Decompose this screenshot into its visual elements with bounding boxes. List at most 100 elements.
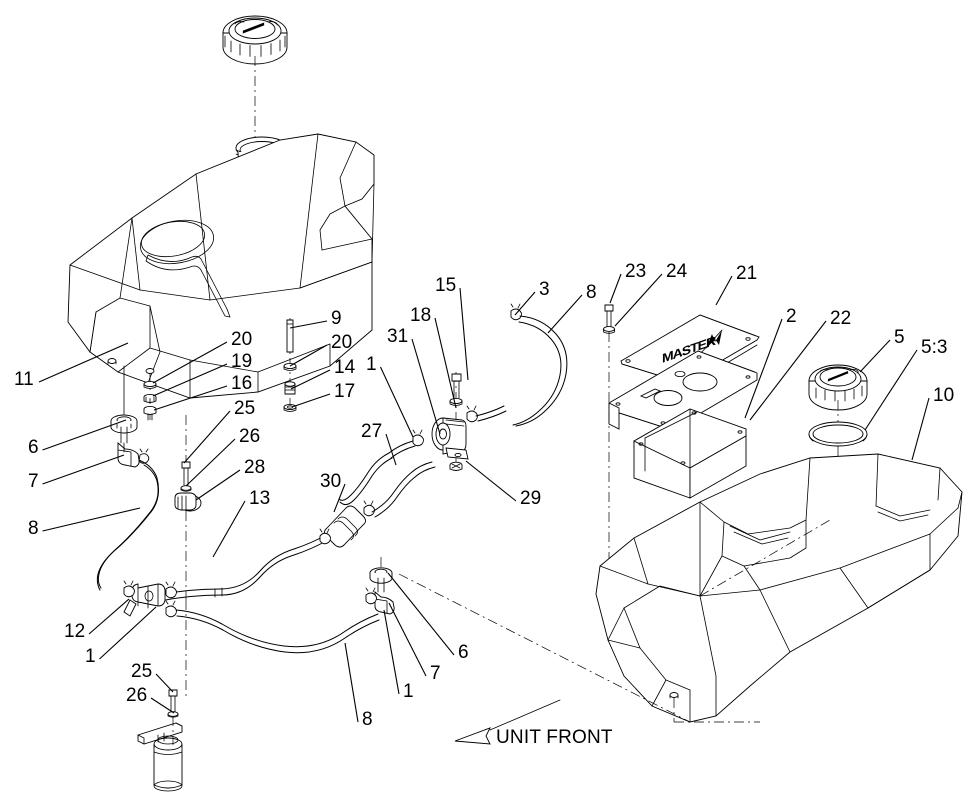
leader-line-2 <box>744 318 783 419</box>
callout-28: 28 <box>244 457 266 478</box>
leader-line-1 <box>383 609 400 695</box>
leader-line-18 <box>434 317 457 409</box>
leader-line-8 <box>547 294 583 334</box>
cap-gasket-ring <box>808 421 868 500</box>
leader-line-20 <box>152 341 228 384</box>
callout-16: 16 <box>231 373 253 394</box>
callout-30: 30 <box>320 471 342 492</box>
callout-6: 6 <box>28 437 39 458</box>
callout-17: 17 <box>334 381 356 402</box>
callout-19: 19 <box>231 351 253 372</box>
callout-6: 6 <box>458 642 469 663</box>
leader-line-5 <box>859 339 891 373</box>
unit-front-arrow <box>454 699 561 745</box>
callout-21: 21 <box>736 263 758 284</box>
bottom-right-fitting <box>365 555 395 615</box>
leader-line-6 <box>42 419 127 451</box>
callout-8: 8 <box>362 709 373 730</box>
center-hose-13 <box>157 534 327 602</box>
left-fuel-tank <box>67 133 375 399</box>
callout-11: 11 <box>14 369 34 390</box>
callout-26: 26 <box>126 685 148 706</box>
fuel-pump-assembly <box>388 372 507 471</box>
leader-line-19 <box>152 363 228 397</box>
callout-8: 8 <box>28 518 39 539</box>
callout-23: 23 <box>625 261 647 282</box>
leader-line-8 <box>42 507 141 532</box>
callout-13: 13 <box>249 488 271 509</box>
callout-18: 18 <box>410 305 432 326</box>
leader-line-13 <box>212 500 246 558</box>
inline-fuel-filter-30 <box>319 461 436 548</box>
callout-1: 1 <box>85 646 96 667</box>
callout-22: 22 <box>830 308 852 329</box>
leader-line-7 <box>388 602 427 677</box>
leader-line-3 <box>514 291 536 316</box>
callout-1: 1 <box>403 681 414 702</box>
bracket-22 <box>633 408 747 499</box>
leader-line-29 <box>465 460 517 502</box>
callout-25: 25 <box>234 398 256 419</box>
leader-line-10 <box>911 397 930 461</box>
callout-31: 31 <box>387 326 409 347</box>
callout-15: 15 <box>435 275 457 296</box>
leader-line-31 <box>411 338 441 435</box>
leader-line-6 <box>387 572 455 656</box>
leader-line-9 <box>289 320 328 329</box>
left-hardware-stack <box>143 374 157 421</box>
lower-left-manifold-12 <box>123 580 187 700</box>
callout-12: 12 <box>64 621 86 642</box>
leader-line-22 <box>749 320 827 421</box>
callout-20: 20 <box>331 332 353 353</box>
hose-27 <box>338 452 393 506</box>
right-fuel-tank-10 <box>595 453 963 723</box>
leader-line-25 <box>183 410 231 464</box>
leader-line-16 <box>153 385 228 411</box>
bolt-23-washer-24 <box>603 304 615 590</box>
fuel-filter-bowl <box>137 689 183 792</box>
leader-line-17 <box>291 393 331 408</box>
leader-line-30 <box>333 483 346 513</box>
callout-27: 27 <box>361 421 383 442</box>
mid-left-fitting <box>174 415 202 600</box>
leader-line-24 <box>614 273 663 327</box>
callout-14: 14 <box>334 357 356 378</box>
callout-5-3: 5:3 <box>921 337 948 358</box>
decal-21: MASTER <box>620 314 760 392</box>
bottom-hose-8 <box>175 609 380 654</box>
leader-lines <box>38 273 930 723</box>
callout-1: 1 <box>366 354 377 375</box>
leader-line-12 <box>88 598 130 635</box>
callout-29: 29 <box>520 488 542 509</box>
leader-line-15 <box>459 287 469 381</box>
callout-7: 7 <box>430 663 441 684</box>
callout-24: 24 <box>666 261 688 282</box>
callout-26: 26 <box>239 426 261 447</box>
left-tank-cap-assembly <box>222 15 288 140</box>
leader-line-8 <box>344 642 359 723</box>
control-panel-plate-2 <box>608 350 758 431</box>
leader-line-23 <box>609 273 622 304</box>
leader-line-27 <box>385 433 397 466</box>
leader-line-5-3 <box>864 349 918 431</box>
callout-3: 3 <box>539 279 550 300</box>
unit-front-label: UNIT FRONT <box>496 727 613 748</box>
leader-line-26 <box>150 697 175 714</box>
callout-7: 7 <box>28 471 39 492</box>
leader-line-28 <box>195 469 241 501</box>
callout-20: 20 <box>231 329 253 350</box>
leader-line-7 <box>42 454 125 485</box>
callout-10: 10 <box>933 385 955 406</box>
leader-line-21 <box>715 275 733 306</box>
callout-25: 25 <box>131 661 153 682</box>
leader-line-1 <box>99 606 157 660</box>
right-tank-cap-5 <box>808 364 868 440</box>
callout-9: 9 <box>331 308 342 329</box>
leader-line-20 <box>289 344 328 367</box>
leader-line-26 <box>185 438 236 487</box>
leader-line-14 <box>290 369 331 390</box>
callout-2: 2 <box>786 306 797 327</box>
callout-5: 5 <box>894 327 905 348</box>
